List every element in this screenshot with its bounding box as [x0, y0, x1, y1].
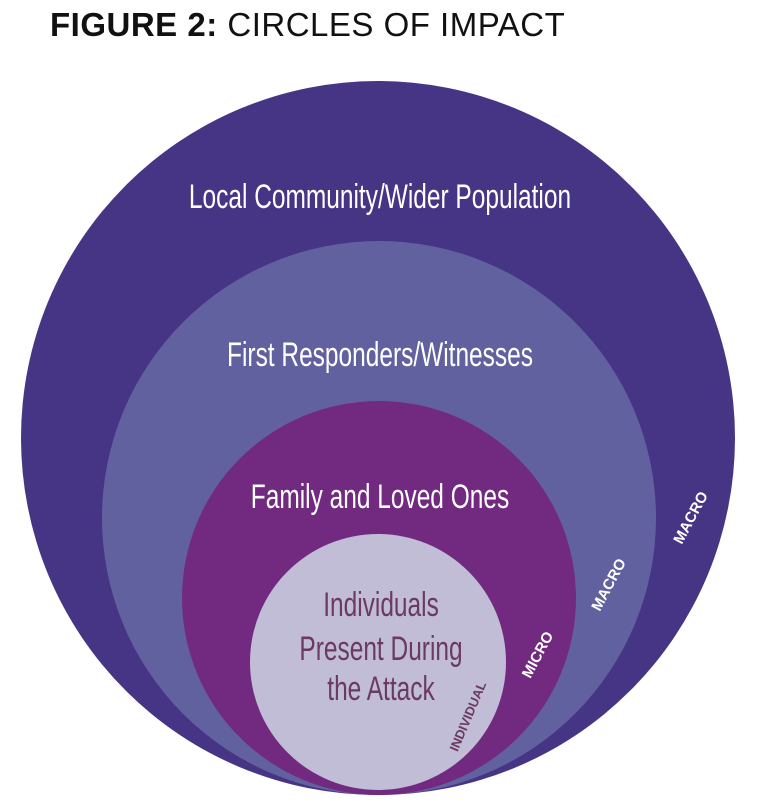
label-individuals-line-3: the Attack [327, 670, 435, 708]
label-individuals-line-2: Present During [299, 630, 462, 668]
label-first-responders: First Responders/Witnesses [227, 336, 533, 374]
label-family: Family and Loved Ones [251, 478, 509, 516]
figure-title: FIGURE 2: CIRCLES OF IMPACT [50, 6, 565, 44]
label-individuals-line-1: Individuals [323, 586, 439, 624]
figure-title-text: CIRCLES OF IMPACT [227, 6, 566, 43]
label-local-community: Local Community/Wider Population [189, 178, 571, 216]
circle-individuals [250, 534, 506, 790]
figure-number: FIGURE 2: [50, 6, 218, 43]
